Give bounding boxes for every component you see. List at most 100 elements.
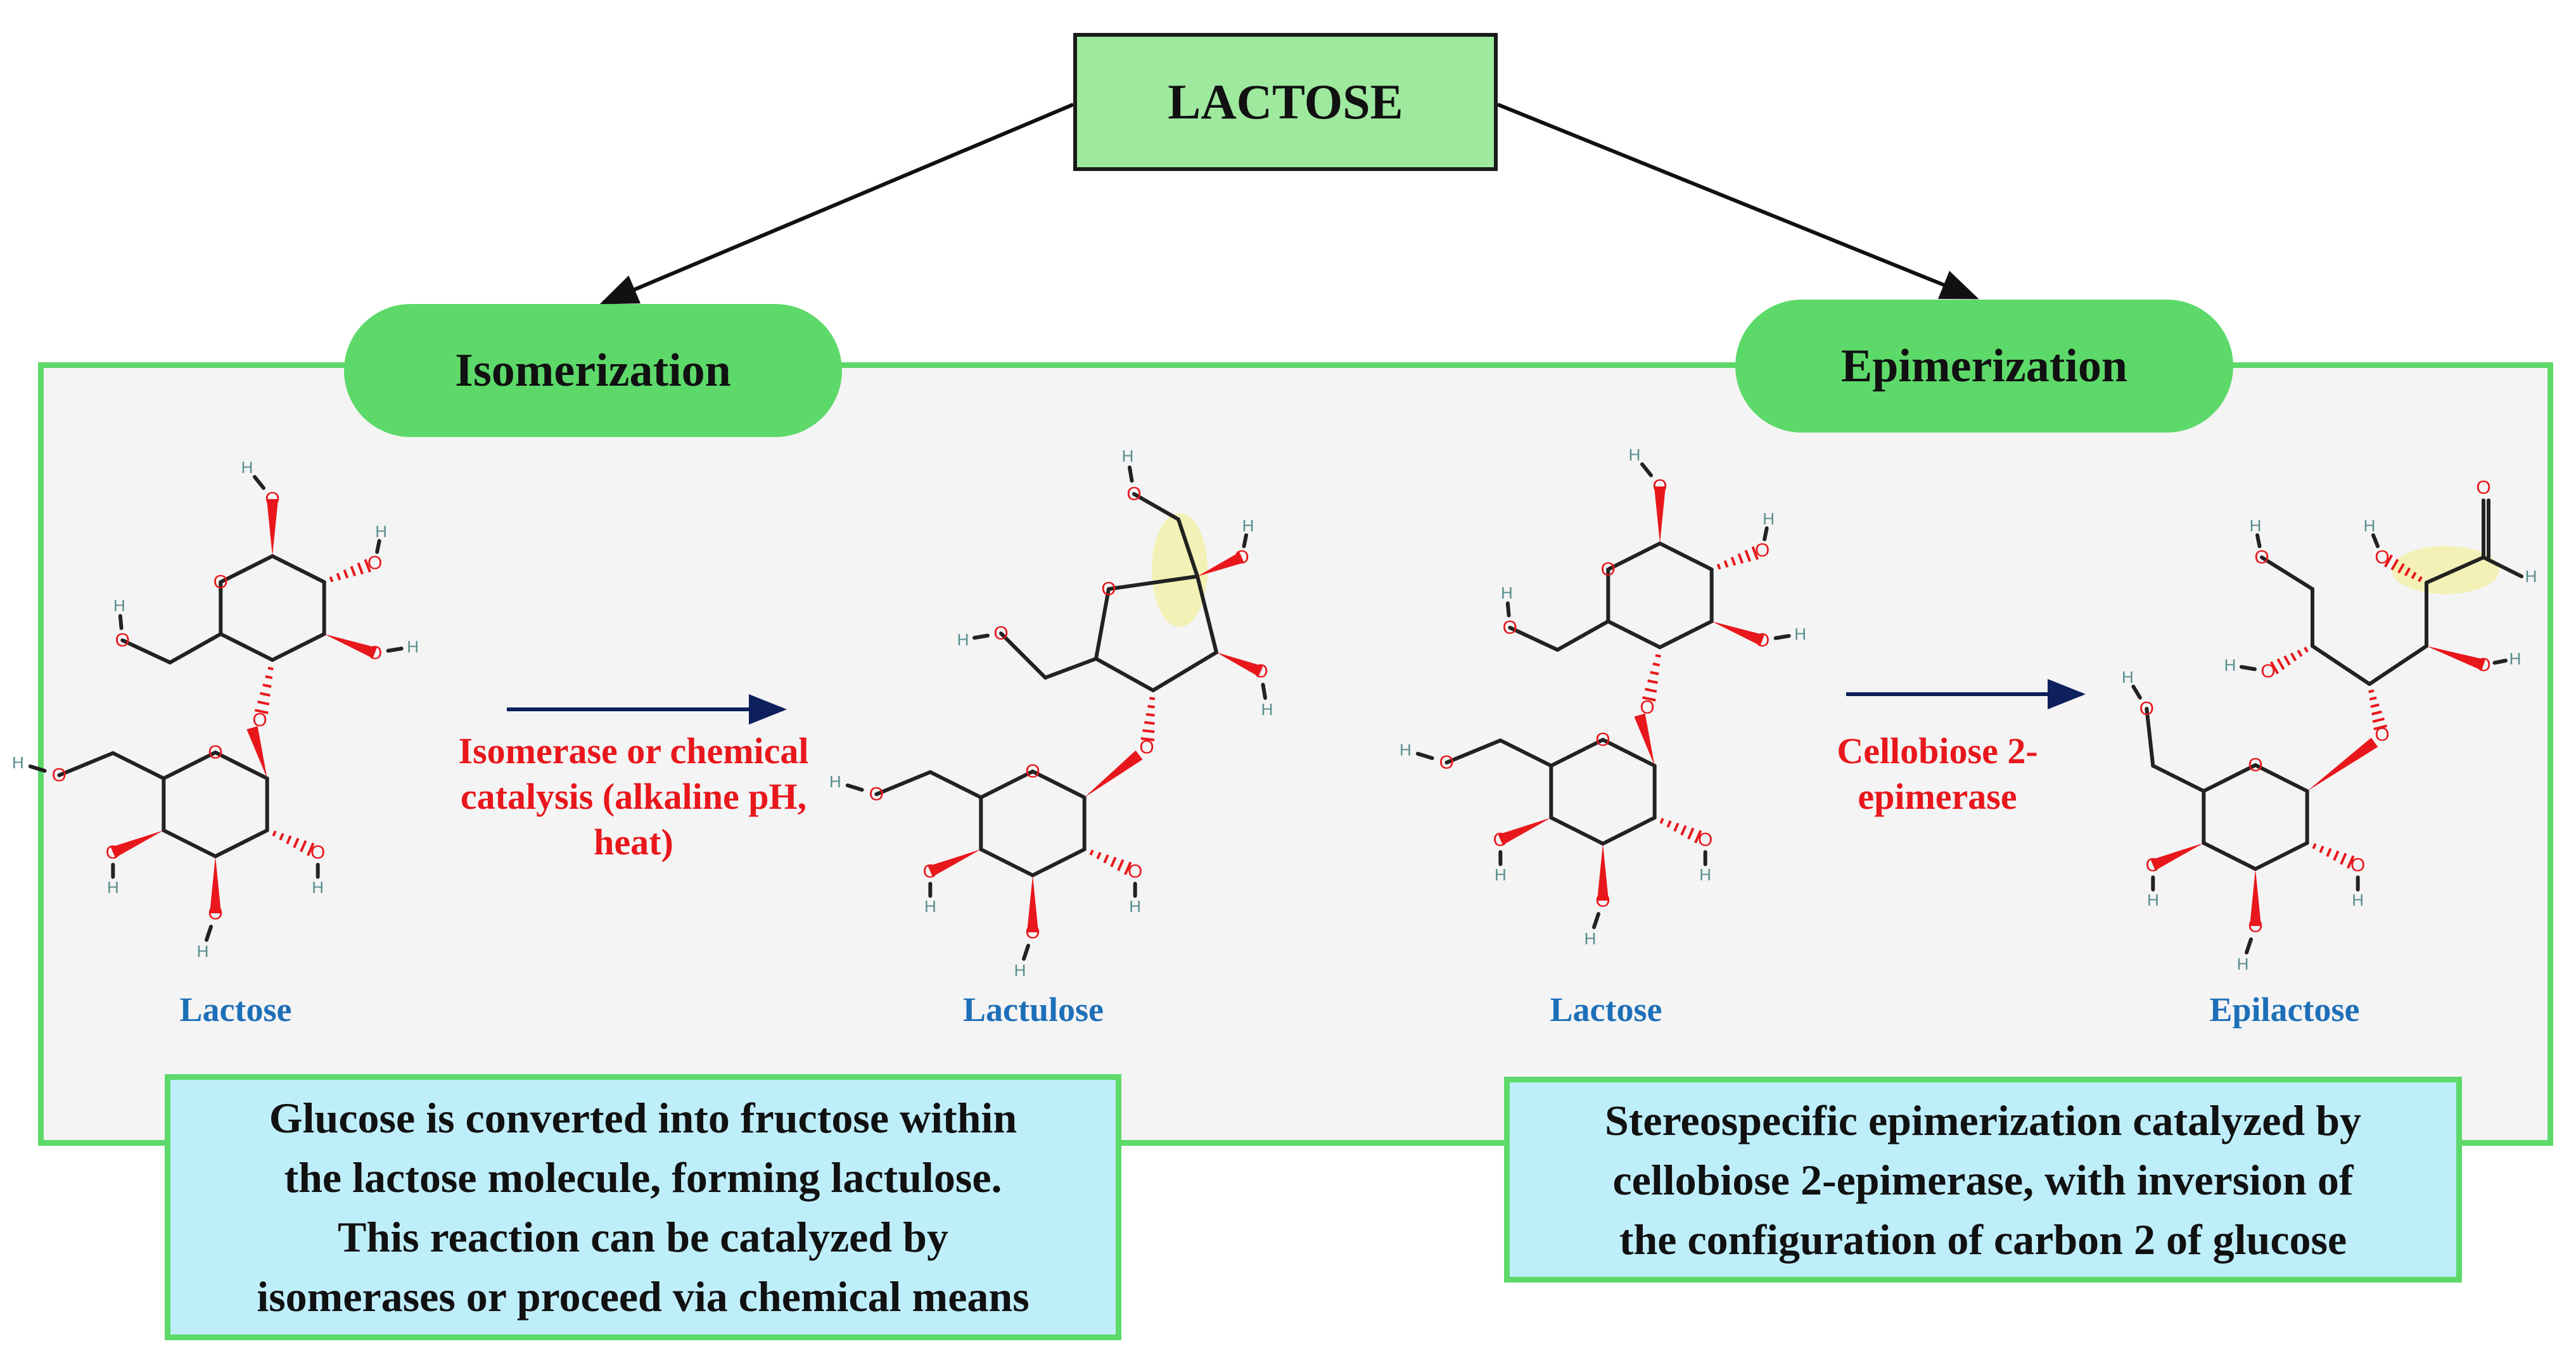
oxygen-atom: O — [1128, 861, 1142, 882]
oxygen-atom: O — [2260, 661, 2275, 682]
bond — [2371, 533, 2380, 548]
bond — [1132, 492, 1180, 521]
oxygen-atom: O — [1253, 661, 1268, 682]
wedge-bond — [2250, 869, 2261, 926]
bond — [111, 751, 166, 780]
hash-bond — [2347, 855, 2355, 869]
oxygen-atom: O — [2350, 855, 2365, 876]
oxygen-atom: O — [2248, 755, 2262, 776]
hydrogen-atom: H — [12, 753, 24, 772]
description-line: This reaction can be catalyzed by — [338, 1213, 948, 1261]
hash-bond — [2372, 717, 2385, 723]
bond — [2240, 665, 2257, 671]
bond — [972, 633, 990, 640]
hash-bond — [343, 569, 349, 579]
bond — [1549, 816, 1605, 846]
hash-bond — [1147, 705, 1155, 709]
bond — [1242, 533, 1248, 548]
hydrogen-atom: H — [2237, 954, 2249, 973]
hash-bond — [2373, 725, 2388, 731]
hash-bond — [2418, 576, 2423, 582]
highlight — [2392, 546, 2499, 594]
bond — [1658, 542, 1714, 571]
bond — [1555, 619, 1610, 652]
bond — [1094, 587, 1111, 661]
epimerization-pill: Epimerization — [1735, 300, 2233, 433]
bond — [2368, 644, 2428, 686]
wedge-bond — [110, 830, 164, 858]
hash-bond — [1694, 830, 1702, 844]
hash-bond — [1673, 822, 1680, 832]
bond — [118, 614, 124, 630]
oxygen-atom: O — [208, 742, 222, 763]
hash-bond — [286, 835, 292, 845]
hash-bond — [307, 842, 315, 856]
bond — [1658, 619, 1714, 649]
hash-bond — [329, 576, 334, 583]
wedge-bond — [928, 849, 981, 877]
bond — [2311, 644, 2371, 686]
root-node-lactose: LACTOSE — [1073, 33, 1498, 171]
description-line: cellobiose 2-epimerase, with inversion o… — [1612, 1155, 2354, 1204]
wedge-bond — [1084, 750, 1143, 797]
bond — [2254, 841, 2309, 871]
epilactose-label: Epilactose — [2209, 991, 2360, 1029]
bond — [1128, 466, 1134, 483]
hash-bond — [1655, 654, 1661, 658]
oxygen-atom: O — [1595, 730, 1610, 751]
oxygen-atom: O — [1101, 579, 1116, 600]
hash-bond — [1659, 818, 1664, 824]
wedge-bond — [1498, 818, 1552, 846]
hydrogen-atom: H — [1261, 700, 1273, 719]
bond — [1606, 619, 1662, 649]
hydrogen-atom: H — [107, 878, 119, 897]
hash-bond — [1140, 737, 1155, 742]
hash-bond — [2290, 652, 2297, 662]
bond — [2255, 533, 2262, 548]
hash-bond — [2340, 853, 2347, 865]
bond — [1196, 574, 1218, 654]
bond — [120, 638, 172, 664]
hash-bond — [1089, 849, 1094, 856]
hydrogen-atom: H — [1763, 509, 1775, 528]
oxygen-atom: O — [1025, 922, 1040, 943]
hash-bond — [2319, 846, 2324, 853]
hydrogen-atom: H — [2364, 516, 2376, 535]
hash-bond — [2297, 649, 2303, 657]
hash-bond — [260, 692, 271, 697]
description-line: Stereospecific epimerization catalyzed b… — [1604, 1096, 2362, 1144]
lactose-label-epimerization: Lactose — [1550, 991, 1662, 1029]
oxygen-atom: O — [1755, 630, 1769, 651]
hydrogen-atom: H — [2147, 891, 2159, 910]
hash-bond — [1110, 856, 1117, 868]
hash-bond — [1642, 696, 1656, 702]
reaction-panel — [38, 362, 2553, 1146]
highlight — [1152, 513, 1208, 627]
wedge-bond — [2307, 737, 2378, 791]
bond — [2245, 937, 2253, 954]
oxygen-atom: O — [1439, 752, 1454, 773]
bond — [2425, 555, 2485, 585]
hydrogen-atom: H — [1501, 583, 1513, 602]
wedge-bond — [1197, 552, 1244, 576]
hydrogen-atom: H — [1242, 516, 1254, 535]
hydrogen-atom: H — [924, 897, 936, 916]
hash-bond — [1737, 553, 1744, 564]
bond — [1444, 739, 1503, 764]
bond — [253, 475, 265, 490]
bond — [1601, 738, 1657, 768]
bond — [1022, 944, 1030, 961]
oxygen-atom: O — [1139, 737, 1154, 758]
hash-bond — [1142, 729, 1155, 733]
hydrogen-atom: H — [1122, 447, 1134, 466]
hash-bond — [2312, 843, 2317, 849]
bond — [2131, 685, 2142, 700]
oxygen-atom: O — [208, 903, 222, 924]
bond — [271, 632, 326, 662]
oxygen-atom: O — [1601, 559, 1616, 580]
hydrogen-atom: H — [1014, 961, 1026, 980]
bond — [845, 783, 864, 792]
hydrogen-atom: H — [1129, 897, 1141, 916]
bond — [1031, 770, 1087, 799]
